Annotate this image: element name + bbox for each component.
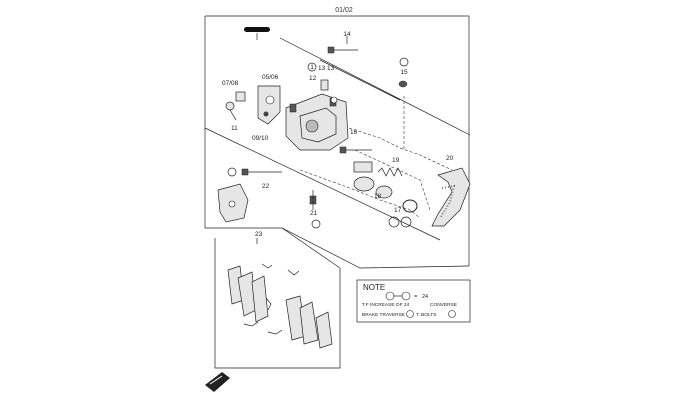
- part-15: [398, 57, 409, 88]
- caliper-body: [285, 93, 349, 151]
- callout-11: 11: [231, 125, 238, 132]
- callout-12: 12: [309, 75, 317, 82]
- note-line3-right: T. BOLTS: [416, 312, 436, 318]
- callout-18: 18: [374, 193, 382, 200]
- part-17-seals: [388, 216, 412, 228]
- callout-23: 23: [255, 231, 263, 238]
- note-eq-value: 24: [422, 294, 428, 300]
- note-box: NOTE = 24 T.F INCREASE OF 24 CONVERSE BR…: [356, 279, 471, 323]
- callout-13b: 13: [327, 65, 335, 72]
- svg-text:=: =: [414, 294, 417, 300]
- callout-22: 22: [262, 183, 270, 190]
- part-19-spring: [353, 161, 403, 177]
- part-23-brake-pads: [227, 263, 333, 349]
- part-05-06-bracket: [257, 85, 281, 125]
- callout-16: 16: [350, 129, 358, 136]
- callout-13: 13: [318, 65, 326, 72]
- guide-line-top: [279, 37, 471, 136]
- callout-07-08: 07/08: [222, 80, 239, 87]
- part-12-13: 1: [307, 62, 329, 91]
- part-14-pin: [327, 36, 358, 54]
- mount-bracket-left: [217, 167, 249, 223]
- brand-logo: [205, 372, 230, 392]
- dash-line-2: [299, 169, 421, 219]
- note-line2-left: T.F INCREASE OF: [362, 302, 403, 308]
- callout-05-06: 05/06: [262, 74, 279, 81]
- part-18-piston: [353, 176, 418, 213]
- callout-14: 14: [343, 31, 351, 38]
- bolt-symbol-top: [244, 27, 270, 40]
- part-16-pin: [339, 146, 372, 154]
- dash-line-3: [354, 149, 431, 211]
- note-line3-left: BRAKE TRAVERSE: [362, 312, 405, 318]
- part-21-bleeder: [309, 190, 321, 229]
- note-title: NOTE: [363, 283, 385, 292]
- page-ref: 01/02: [335, 7, 353, 14]
- note-line2-right: CONVERSE: [430, 302, 457, 308]
- pad-frame: [214, 227, 341, 369]
- part-20-carrier: [431, 167, 471, 227]
- note-line2-mid: 24: [404, 302, 410, 308]
- guide-line-upper: [319, 59, 401, 101]
- callout-15: 15: [400, 69, 408, 76]
- callout-19: 19: [392, 157, 400, 164]
- callout-21: 21: [310, 210, 318, 217]
- dash-line-1: [329, 121, 453, 171]
- callout-20: 20: [446, 155, 454, 162]
- part-22-bolt: [241, 168, 282, 176]
- callout-17: 17: [394, 207, 402, 214]
- callout-09-10: 09/10: [252, 135, 269, 142]
- part-07-08: [225, 91, 246, 121]
- callout-1-circle: 1: [310, 64, 314, 71]
